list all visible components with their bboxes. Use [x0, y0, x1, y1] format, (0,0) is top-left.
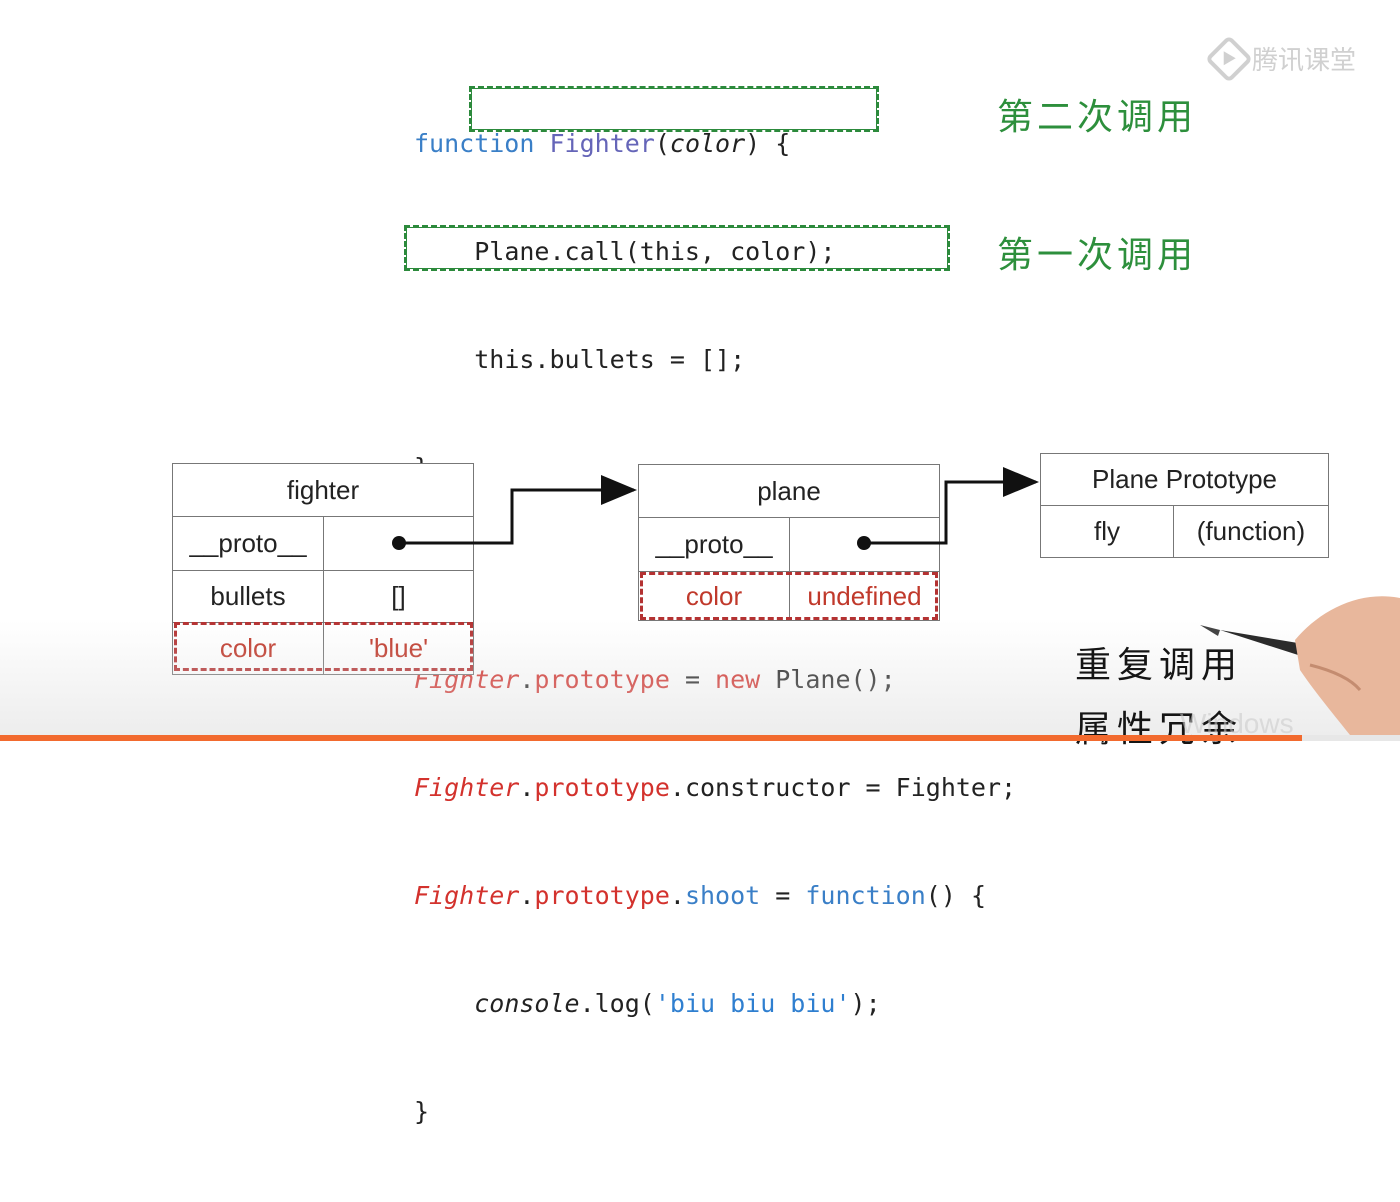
log-call: .log( [579, 989, 655, 1018]
fighter-bullets-key: bullets [172, 570, 324, 623]
highlight-plane-call [469, 86, 879, 132]
plane-call-statement: Plane.call(this, color); [474, 237, 836, 266]
param-color: color [669, 129, 746, 158]
constructor-assign: .constructor = Fighter; [669, 773, 1017, 802]
arrow-fighter-to-plane [392, 475, 637, 550]
function-name: Fighter [549, 129, 655, 158]
presenter-hand-icon [1200, 596, 1400, 735]
code-line-3: this.bullets = []; [414, 342, 1016, 378]
paren-close: ) { [745, 129, 791, 158]
plane-color-highlight [640, 572, 938, 620]
bullets-statement: this.bullets = []; [474, 345, 746, 374]
dot: . [519, 773, 535, 802]
plane-color-value: undefined [789, 571, 940, 621]
code-line-7: Fighter.prototype.shoot = function() { [414, 878, 1016, 914]
prototype-ident: prototype [534, 881, 670, 910]
annotation-redundant-props: 属性冗余 [1075, 709, 1244, 750]
plane-prototype-title: Plane Prototype [1040, 453, 1329, 506]
string-literal: 'biu biu biu' [654, 989, 851, 1018]
code-line-9: } [414, 1094, 1016, 1130]
annotation-repeat-call: 重复调用 [1075, 645, 1244, 686]
paren-open: ( [654, 129, 670, 158]
fighter-title: fighter [172, 463, 474, 517]
console-ident: console [474, 989, 580, 1018]
dot: . [519, 881, 535, 910]
fighter-proto-key: __proto__ [172, 516, 324, 571]
prototype-ident: prototype [534, 773, 670, 802]
keyword-function: function [414, 129, 535, 158]
fighter-ident: Fighter [414, 881, 520, 910]
tencent-classroom-logo: 腾讯课堂 [1204, 34, 1357, 83]
code-line-8: console.log('biu biu biu'); [414, 986, 1016, 1022]
arrow-plane-to-prototype [857, 467, 1039, 550]
keyword-function: function [805, 881, 926, 910]
dot: . [669, 881, 685, 910]
video-progress-fill [0, 735, 1302, 741]
video-progress-bar[interactable] [0, 735, 1400, 741]
shoot-ident: shoot [684, 881, 761, 910]
prototype-fly-value: (function) [1173, 505, 1329, 558]
annotation-second-call: 第二次调用 [997, 97, 1198, 138]
code-line-1: function Fighter(color) { [414, 126, 1016, 162]
call-end: ); [850, 989, 881, 1018]
video-frame: 腾讯课堂 function Fighter(color) { Plane.cal… [0, 0, 1400, 755]
annotation-first-call: 第一次调用 [997, 235, 1198, 276]
logo-text: 腾讯课堂 [1252, 46, 1357, 76]
fighter-ident: Fighter [414, 773, 520, 802]
code-line-2: Plane.call(this, color); [414, 234, 1016, 270]
windows-watermark: Windows [1180, 708, 1294, 739]
fn-open: () { [925, 881, 987, 910]
closing-brace: } [414, 1097, 430, 1126]
fighter-bullets-value: [] [323, 570, 474, 623]
highlight-new-plane [404, 225, 950, 271]
code-line-6: Fighter.prototype.constructor = Fighter; [414, 770, 1016, 806]
equals: = [760, 881, 806, 910]
plane-prototype-table: Plane Prototype fly(function) [1040, 453, 1329, 558]
pointer-arrows [392, 467, 1039, 550]
